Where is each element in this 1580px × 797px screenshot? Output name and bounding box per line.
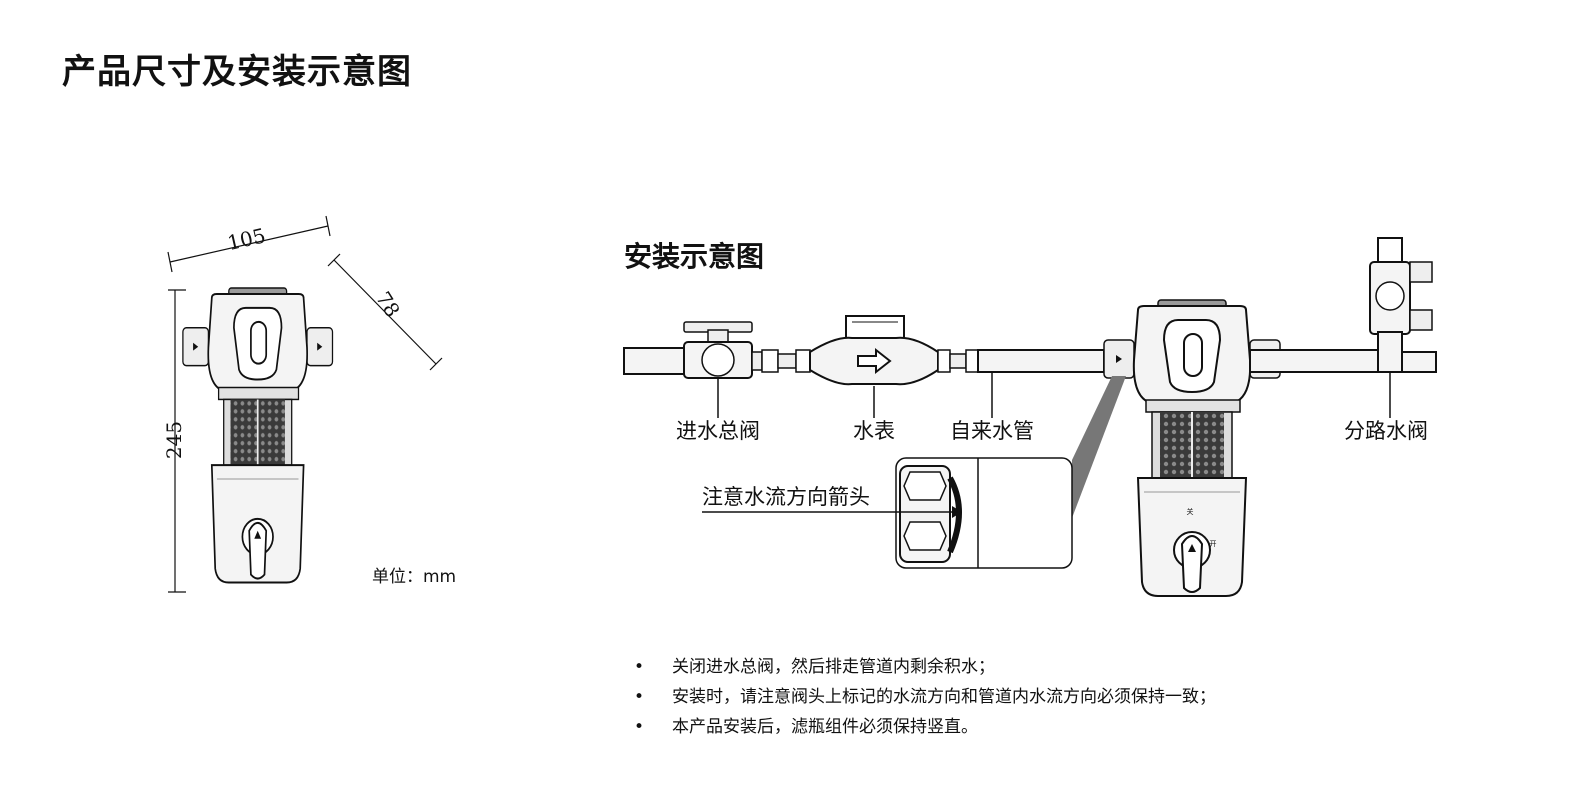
dimension-depth-label: 78 [371, 287, 405, 321]
note-item: 安装时，请注意阀头上标记的水流方向和管道内水流方向必须保持一致； [634, 682, 1216, 712]
dimension-width-label: 105 [225, 223, 268, 255]
label-flow-arrow-note: 注意水流方向箭头 [702, 485, 870, 509]
branch-valve [1369, 237, 1437, 373]
label-tap-pipe: 自来水管 [950, 419, 1034, 443]
dimension-height-label: 245 [162, 421, 186, 459]
water-meter [809, 315, 939, 386]
filter-mark-close: 关 [1187, 507, 1194, 516]
label-water-meter: 水表 [853, 419, 895, 443]
flow-arrow-detail [895, 457, 1073, 569]
label-branch-valve: 分路水阀 [1344, 419, 1428, 443]
install-notes: 关闭进水总阀，然后排走管道内剩余积水； 安装时，请注意阀头上标记的水流方向和管道… [634, 652, 1216, 742]
filter-mark-open: 开 [1210, 540, 1217, 548]
install-title: 安装示意图 [624, 240, 764, 273]
note-item: 关闭进水总阀，然后排走管道内剩余积水； [634, 652, 1216, 682]
unit-label: 单位：mm [372, 567, 456, 587]
note-item: 本产品安装后，滤瓶组件必须保持竖直。 [634, 712, 1216, 742]
product-dimension-drawing: 105 78 245 单位：mm [162, 215, 456, 593]
installation-diagram: 安装示意图 [623, 237, 1437, 597]
main-valve [683, 321, 753, 379]
page-title: 产品尺寸及安装示意图 [62, 52, 412, 92]
label-main-valve: 进水总阀 [676, 419, 760, 443]
